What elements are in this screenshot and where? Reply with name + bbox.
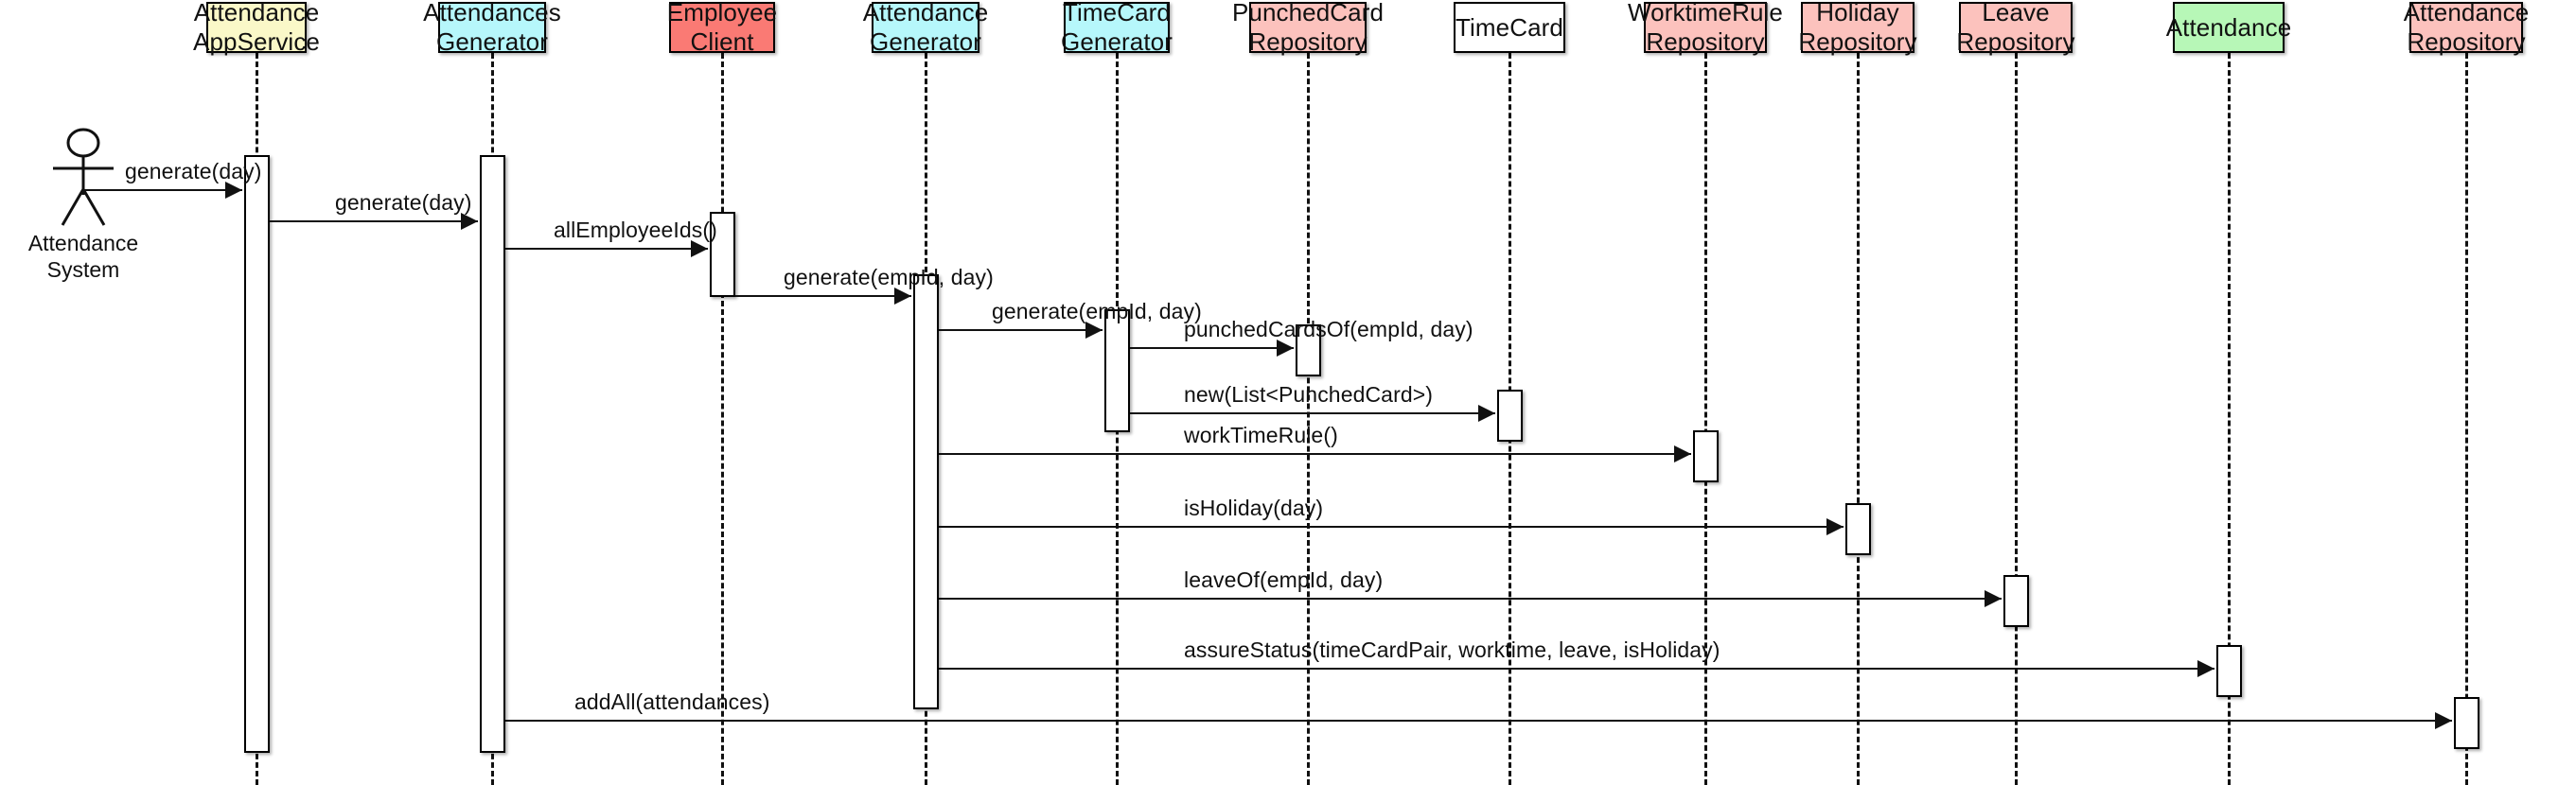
participant-attendance-repository[interactable]: Attendance Repository	[2403, 0, 2530, 56]
msg-punched-cards-of-arrowhead-icon	[1277, 340, 1294, 357]
participant-attendance-generator[interactable]: Attendance Generator	[862, 0, 989, 56]
participant-holiday-repository[interactable]: Holiday Repository	[1798, 0, 1917, 56]
participant-timecard-generator[interactable]: TimeCard Generator	[1061, 0, 1173, 56]
msg-leave-of-label: leaveOf(empId, day)	[1184, 567, 1384, 592]
act-attendance-repository	[2454, 697, 2479, 749]
act-attendance	[2216, 645, 2242, 697]
actor-caption: Attendance System	[27, 231, 139, 283]
msg-leave-of-line	[939, 598, 2002, 600]
msg-is-holiday-arrowhead-icon	[1826, 518, 1844, 535]
ll-employee-client	[721, 53, 724, 785]
act-timecard-generator	[1104, 309, 1130, 432]
msg-is-holiday-line	[939, 526, 1844, 528]
actor-attendance-system	[36, 127, 131, 234]
msg-generate-timecard-arrowhead-icon	[1085, 322, 1103, 339]
participant-attendances-generator[interactable]: Attendances Generator	[423, 0, 561, 56]
msg-generate-day-actor-arrowhead-icon	[225, 182, 242, 199]
msg-generate-empid-day-label: generate(empId, day)	[784, 265, 994, 289]
ll-holiday-repository	[1857, 53, 1860, 785]
act-employee-client	[710, 212, 735, 297]
msg-work-time-rule-arrowhead-icon	[1674, 445, 1691, 462]
msg-new-list-punchedcard-label: new(List<PunchedCard>)	[1184, 382, 1434, 407]
ll-attendance-repository	[2465, 53, 2468, 785]
act-attendances-generator	[480, 155, 505, 753]
msg-generate-day-label: generate(day)	[335, 190, 472, 215]
msg-new-list-punchedcard-line	[1130, 412, 1495, 414]
msg-assure-status-line	[939, 668, 2214, 670]
msg-assure-status-arrowhead-icon	[2197, 660, 2214, 677]
msg-generate-timecard-line	[939, 329, 1103, 331]
msg-generate-empid-day-line	[735, 295, 911, 297]
act-holiday-repository	[1845, 503, 1871, 555]
msg-assure-status-label: assureStatus(timeCardPair, worktime, lea…	[1184, 637, 1720, 662]
msg-generate-day-arrowhead-icon	[461, 213, 478, 230]
msg-all-employee-ids-arrowhead-icon	[691, 240, 708, 257]
msg-leave-of-arrowhead-icon	[1985, 590, 2002, 607]
msg-punched-cards-of-label: punchedCardsOf(empId, day)	[1184, 317, 1473, 341]
msg-add-all-attendances-label: addAll(attendances)	[574, 689, 770, 714]
msg-work-time-rule-label: workTimeRule()	[1184, 423, 1338, 447]
msg-add-all-attendances-arrowhead-icon	[2435, 712, 2452, 729]
act-timecard	[1497, 390, 1523, 442]
participant-attendance[interactable]: Attendance	[2166, 2, 2291, 53]
ll-punchedcard-repository	[1307, 53, 1310, 785]
msg-is-holiday-label: isHoliday(day)	[1184, 496, 1324, 520]
participant-timecard[interactable]: TimeCard	[1454, 2, 1565, 53]
ll-leave-repository	[2015, 53, 2018, 785]
msg-generate-timecard-label: generate(empId, day)	[992, 299, 1202, 323]
participant-attendance-app-service[interactable]: Attendance AppService	[193, 0, 320, 56]
act-attendance-app-service	[244, 155, 270, 753]
participant-worktimerule-repository[interactable]: WorktimeRule Repository	[1628, 0, 1783, 56]
act-worktimerule-repository	[1693, 430, 1719, 482]
act-leave-repository	[2003, 575, 2029, 627]
ll-attendance	[2228, 53, 2231, 785]
ll-worktimerule-repository	[1704, 53, 1707, 785]
msg-generate-empid-day-arrowhead-icon	[894, 288, 911, 305]
participant-employee-client[interactable]: Employee Client	[666, 0, 778, 56]
act-attendance-generator	[913, 274, 939, 709]
msg-generate-day-actor-line	[83, 189, 242, 191]
msg-all-employee-ids-line	[505, 248, 708, 250]
msg-work-time-rule-line	[939, 453, 1691, 455]
msg-punched-cards-of-line	[1130, 347, 1294, 349]
msg-generate-day-line	[270, 220, 478, 222]
participant-punchedcard-repository[interactable]: PunchedCard Repository	[1231, 0, 1385, 56]
msg-new-list-punchedcard-arrowhead-icon	[1478, 405, 1495, 422]
msg-all-employee-ids-label: allEmployeeIds()	[554, 218, 717, 242]
participant-leave-repository[interactable]: Leave Repository	[1956, 0, 2075, 56]
msg-add-all-attendances-line	[505, 720, 2452, 722]
act-punchedcard-repository	[1296, 324, 1321, 376]
stick-figure-actor-icon	[53, 128, 114, 226]
msg-generate-day-actor-label: generate(day)	[125, 159, 262, 183]
